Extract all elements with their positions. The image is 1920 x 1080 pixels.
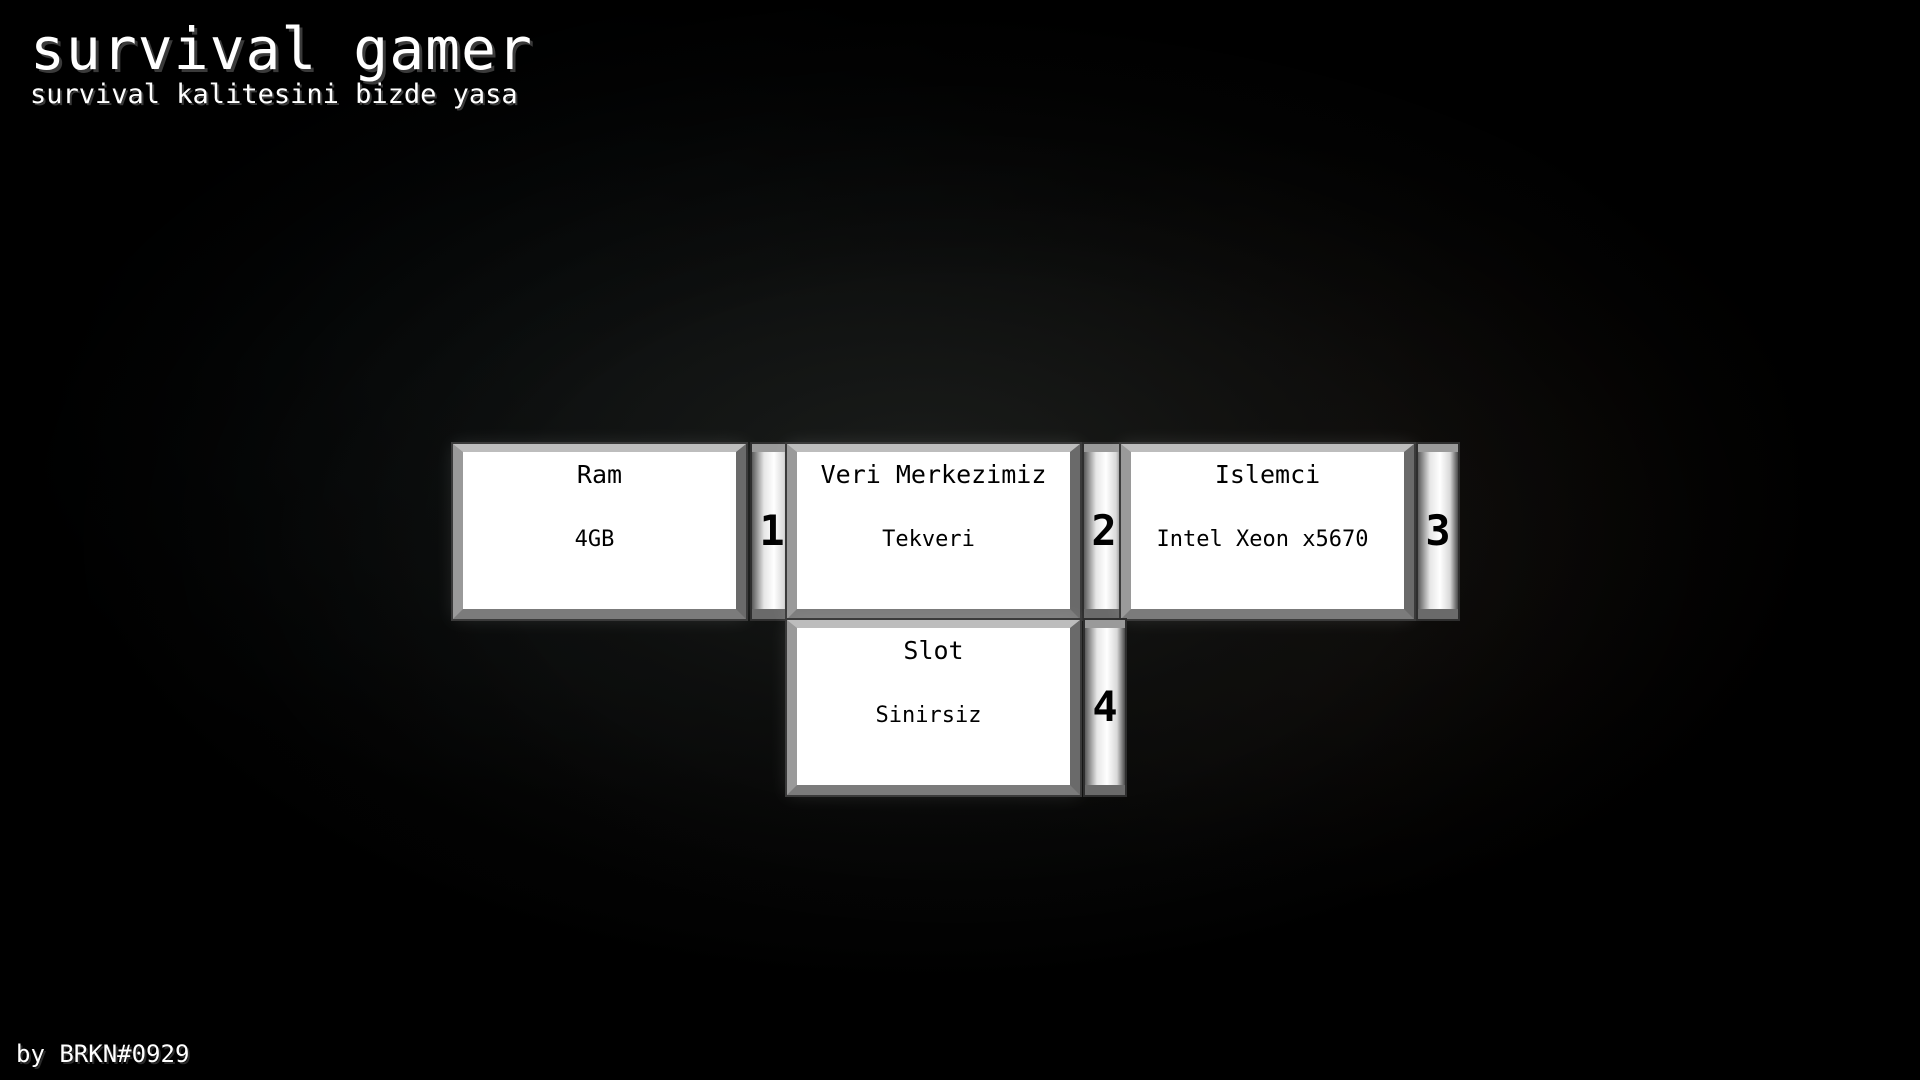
card-number: 1: [759, 505, 785, 555]
card-tab-2: 2: [1084, 444, 1124, 619]
card-value: Tekveri: [882, 527, 975, 552]
card-tab-4: 4: [1085, 620, 1125, 795]
info-card-datacenter: Veri Merkezimiz Tekveri: [787, 444, 1080, 619]
server-title: survival gamer: [30, 15, 533, 83]
info-card-slot: Slot Sinirsiz: [787, 620, 1080, 795]
author-credit: by BRKN#0929: [16, 1040, 190, 1068]
info-card-processor: Islemci Intel Xeon x5670: [1121, 444, 1414, 619]
server-subtitle: survival kalitesini bizde yasa: [30, 79, 518, 110]
card-number: 2: [1091, 505, 1117, 555]
card-value: 4GB: [574, 527, 615, 552]
card-tab-3: 3: [1418, 444, 1458, 619]
card-label: Islemci: [1214, 460, 1321, 489]
card-value: Intel Xeon x5670: [1156, 527, 1369, 552]
card-label: Veri Merkezimiz: [820, 460, 1047, 489]
card-tab-1: 1: [752, 444, 792, 619]
info-card-ram: Ram 4GB: [453, 444, 746, 619]
card-label: Ram: [576, 460, 623, 489]
card-label: Slot: [903, 636, 964, 665]
card-number: 4: [1092, 681, 1118, 731]
card-value: Sinirsiz: [875, 703, 982, 728]
card-number: 3: [1425, 505, 1451, 555]
